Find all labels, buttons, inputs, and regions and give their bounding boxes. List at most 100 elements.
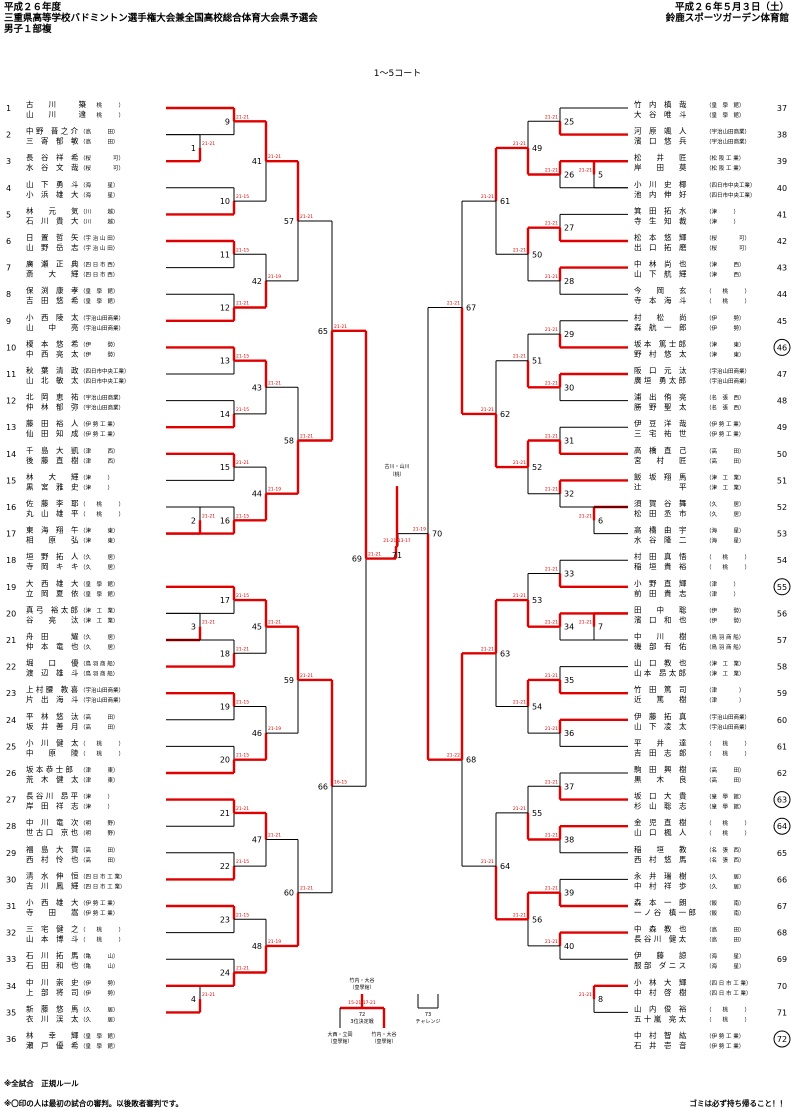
match-number: 53 — [532, 596, 542, 605]
match-number: 51 — [532, 357, 542, 366]
entry-number: 11 — [6, 370, 16, 379]
player-team: （高 田） — [80, 723, 119, 731]
match-number: 33 — [564, 570, 574, 579]
player-team: （皇 學 館） — [706, 803, 745, 811]
player-team: （伊 勢 工 業） — [80, 909, 118, 917]
match-score: 21-21 — [236, 460, 249, 466]
player-name: 榎 本 悠 希 — [26, 338, 79, 348]
entry-number: 53 — [777, 530, 787, 539]
player-team: （海 星） — [706, 962, 745, 970]
player-name: 丸 山 雄 平 — [26, 508, 79, 518]
entry-number: 12 — [6, 397, 16, 406]
match-score: 21-15 — [236, 859, 249, 865]
match-score: 21-21 — [545, 833, 558, 839]
entry-number: 17 — [6, 530, 16, 539]
player-name: 佐 藤 李 耶 — [26, 498, 79, 508]
entry-number: 15 — [6, 476, 16, 485]
player-team: （四 日 市 工 業） — [80, 872, 126, 880]
entry-number: 45 — [777, 317, 787, 326]
player-team: （桜 可） — [80, 164, 124, 172]
entry-number: 59 — [777, 689, 787, 698]
match-score: 21-21 — [300, 214, 313, 220]
third-place-match-number: 72 — [359, 1012, 365, 1018]
entry-number: 41 — [777, 210, 787, 219]
player-team: （ 桃 ） — [80, 749, 124, 757]
match-number: 23 — [220, 915, 230, 924]
player-team: （津 ） — [706, 591, 739, 598]
match-number: 26 — [564, 171, 574, 180]
player-team: （伊 勢） — [80, 989, 119, 997]
player-name: 山 下 航 輝 — [634, 269, 687, 279]
player-name: 阪 口 元 汰 — [634, 365, 687, 375]
match-score: 21-21 — [513, 460, 526, 466]
entry-number: 70 — [777, 982, 787, 991]
player-name: 舟 田 耀 — [26, 631, 79, 641]
match-score: 21-21 — [300, 673, 313, 679]
entry-number: 60 — [777, 716, 787, 725]
player-team: （四日市中央工業） — [706, 191, 756, 199]
entry-number: 30 — [6, 875, 16, 884]
player-name: 大 谷 唯 斗 — [634, 109, 687, 119]
player-team: （久 居） — [706, 872, 745, 880]
entry-number: 57 — [777, 636, 787, 645]
player-team: （伊 勢） — [706, 606, 745, 614]
player-team: （海 星） — [80, 181, 119, 189]
player-name: 岸 田 祥 志 — [26, 801, 79, 811]
match-score: 16-15 — [334, 779, 347, 785]
player-team: （明 野） — [80, 819, 119, 827]
player-team: （久 居） — [80, 1015, 119, 1023]
entry-number: 42 — [777, 237, 787, 246]
final-winner-name: 古川・山川 — [384, 463, 409, 470]
player-name: 前 田 貴 志 — [634, 588, 687, 598]
entry-number: 31 — [6, 902, 16, 911]
player-name: 平 林 悠 汰 — [26, 711, 79, 721]
player-name: 村 田 真 悟 — [634, 551, 687, 561]
player-name: 高 橋 直 己 — [634, 445, 687, 455]
match-score: 21-22 — [447, 753, 460, 759]
match-score: 21-21 — [545, 939, 558, 945]
player-name: 伊 藤 諒 — [634, 950, 687, 960]
player-team: （伊 勢 工 業） — [80, 899, 118, 907]
match-score: 21-21 — [300, 886, 313, 892]
player-name: 宮 村 匠 — [634, 455, 687, 465]
match-number: 27 — [564, 224, 574, 233]
player-name: 近 篤 樹 — [634, 694, 687, 704]
player-team: （津 東） — [80, 537, 119, 545]
player-name: 仙 田 知 成 — [26, 428, 79, 438]
match-score: 21-19 — [268, 487, 281, 493]
match-score: 21-21 — [268, 380, 281, 386]
match-score: 21-21 — [545, 327, 558, 333]
player-team: （宇治山田商業） — [706, 367, 750, 375]
player-team: （ 桃 ） — [706, 819, 750, 827]
player-team: （久 居） — [80, 553, 119, 561]
entry-number: 20 — [6, 609, 16, 618]
player-name: 田 中 聡 — [634, 604, 687, 614]
match-score: 21-15 — [236, 194, 249, 200]
match-score: 21-19 — [268, 726, 281, 732]
player-name: 石 田 和 也 — [26, 960, 79, 970]
player-name: 寺 田 嵩 — [26, 908, 79, 917]
third-place-left-team: （皇學館） — [327, 1038, 352, 1045]
match-number: 42 — [252, 277, 262, 286]
player-name: 秋 葉 清 政 — [26, 365, 79, 375]
match-score: 21-21 — [545, 567, 558, 573]
player-team: （津 東） — [80, 527, 119, 535]
match-number: 22 — [220, 862, 230, 871]
player-team: （宇治山田商業） — [80, 404, 124, 412]
match-score: 21-21 — [513, 806, 526, 812]
player-name: 荒 木 健 太 — [26, 774, 79, 784]
player-team: （桜 可） — [706, 244, 750, 252]
player-team: （津 ） — [706, 581, 739, 588]
match-score: 21-21 — [300, 434, 313, 440]
player-name: 濱 口 和 也 — [634, 614, 687, 624]
match-score: 21-15 — [236, 407, 249, 413]
player-name: 上 部 将 司 — [26, 987, 79, 997]
player-team: （伊 勢 工 業） — [80, 420, 118, 428]
third-place-score: 15-21 17-21 — [348, 1000, 376, 1006]
match-number: 6 — [598, 516, 603, 525]
match-score: 21-21 — [545, 487, 558, 493]
match-number: 11 — [220, 250, 230, 259]
player-team: （宇 治 山 田） — [80, 244, 118, 252]
player-team: （明 野） — [80, 829, 119, 837]
entry-number: 26 — [6, 769, 16, 778]
